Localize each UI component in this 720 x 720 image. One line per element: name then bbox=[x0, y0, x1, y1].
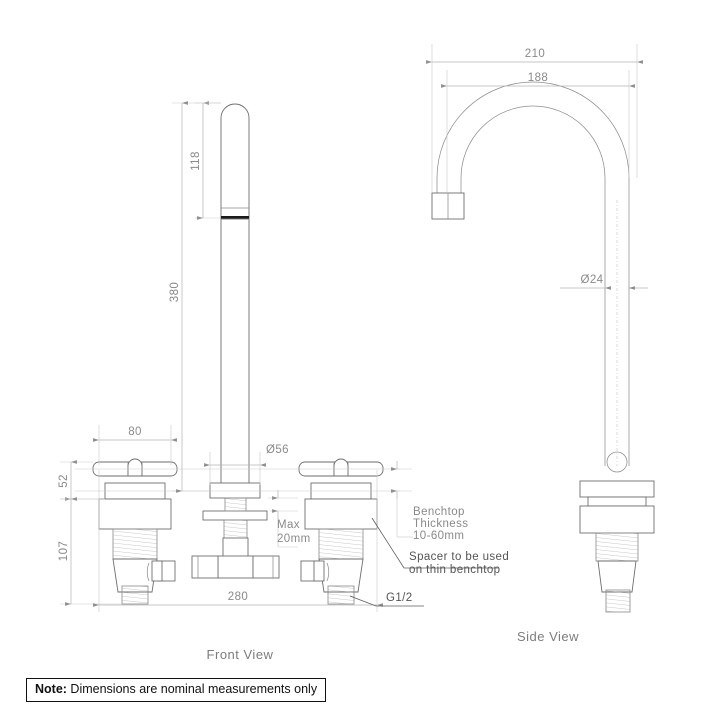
dim-front-flange-dia: Ø56 bbox=[204, 444, 289, 485]
note-box: Note: Dimensions are nominal measurement… bbox=[26, 678, 327, 702]
dim-side-reach-outer: 210 bbox=[426, 44, 643, 192]
side-view-label: Side View bbox=[517, 629, 579, 644]
dim-label-188: 188 bbox=[528, 72, 548, 84]
dim-front-overall-width: 280 bbox=[93, 470, 383, 612]
front-right-handle-assembly bbox=[298, 458, 384, 605]
dim-label-107: 107 bbox=[58, 541, 70, 561]
dim-label-118: 118 bbox=[190, 151, 202, 171]
dim-label-dia56: Ø56 bbox=[266, 444, 289, 456]
side-view-group: 210 188 Ø24 Side View bbox=[426, 44, 655, 644]
front-spout-connector bbox=[191, 537, 280, 579]
annotation-g12-label: G1/2 bbox=[386, 592, 413, 604]
side-base-assembly bbox=[579, 451, 655, 613]
annotation-benchtop-thickness: Benchtop Thickness 10-60mm bbox=[390, 461, 468, 542]
dim-label-380: 380 bbox=[169, 282, 181, 302]
annotation-spacer: Spacer to be used on thin benchtop bbox=[371, 517, 509, 576]
note-prefix: Note: bbox=[35, 682, 67, 696]
front-spout bbox=[220, 103, 250, 491]
front-view-group: 118 380 80 Ø56 52 bbox=[58, 101, 509, 662]
dim-label-80: 80 bbox=[128, 426, 142, 438]
dim-side-reach-inner: 188 bbox=[441, 70, 635, 192]
annotation-thread-spec: G1/2 bbox=[349, 592, 424, 607]
annotation-benchtop-line2: Thickness bbox=[413, 518, 468, 530]
annotation-max-line1: Max bbox=[277, 519, 300, 531]
side-spout bbox=[431, 81, 630, 466]
dim-front-spout-total: 380 bbox=[169, 101, 221, 493]
dim-front-handle-spread: 80 bbox=[93, 425, 177, 465]
note-text: Dimensions are nominal measurements only bbox=[66, 682, 318, 696]
front-left-handle-assembly bbox=[92, 458, 178, 605]
dim-label-280: 280 bbox=[228, 591, 248, 603]
front-view-label: Front View bbox=[207, 647, 274, 662]
annotation-spacer-line1: Spacer to be used bbox=[409, 551, 509, 563]
annotation-benchtop-line1: Benchtop bbox=[413, 506, 465, 518]
annotation-spacer-line2: on thin benchtop bbox=[409, 564, 500, 576]
dim-front-spout-upper: 118 bbox=[190, 101, 221, 220]
dim-label-210: 210 bbox=[525, 48, 545, 60]
dim-label-dia24: Ø24 bbox=[581, 274, 604, 286]
annotation-benchtop-line3: 10-60mm bbox=[413, 530, 464, 542]
annotation-max-line2: 20mm bbox=[277, 533, 311, 545]
dim-side-tube-dia: Ø24 bbox=[560, 274, 648, 290]
annotation-max-thickness: Max 20mm bbox=[268, 490, 311, 548]
dim-label-52: 52 bbox=[58, 474, 70, 488]
